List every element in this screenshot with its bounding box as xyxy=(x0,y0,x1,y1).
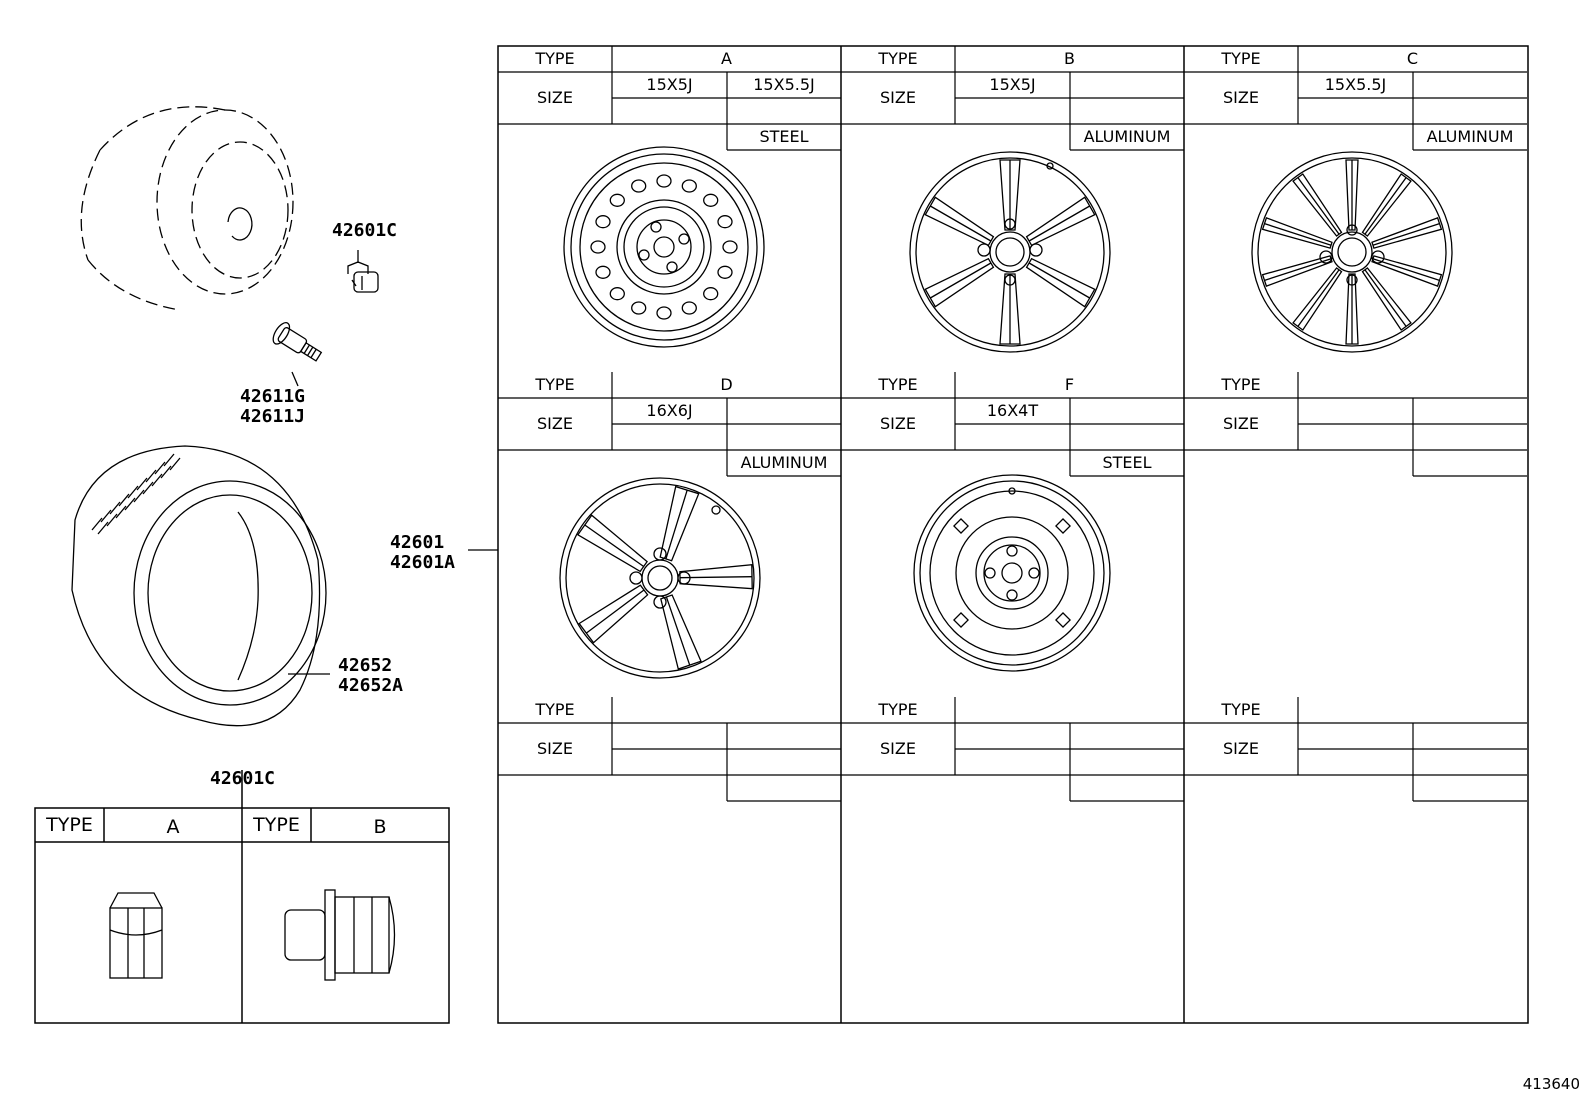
wheel-material: ALUMINUM xyxy=(1083,127,1171,146)
callout-valve-2: 42611J xyxy=(240,406,306,427)
type-header: TYPE xyxy=(1221,700,1261,719)
type-header: TYPE xyxy=(1221,375,1261,394)
wheel-size-value: 15X5.5J xyxy=(1324,75,1387,94)
callout-cap-nut: 42601C xyxy=(332,220,398,241)
nut-table-grid xyxy=(34,770,450,1024)
wheel-material: ALUMINUM xyxy=(1426,127,1514,146)
callout-valve-1: 42611G xyxy=(240,386,306,407)
callout-wheel-1: 42601 xyxy=(390,532,445,553)
size-header: SIZE xyxy=(880,414,916,433)
size-header: SIZE xyxy=(537,739,573,758)
type-header: TYPE xyxy=(535,49,575,68)
wheel-size-value: 15X5J xyxy=(646,75,693,94)
valve-stem-icon xyxy=(272,322,323,362)
leader-lines xyxy=(288,250,498,675)
size-header: SIZE xyxy=(1223,414,1259,433)
size-header: SIZE xyxy=(1223,88,1259,107)
callout-tire-1: 42652 xyxy=(338,655,393,676)
type-header: TYPE xyxy=(1221,49,1261,68)
size-header: SIZE xyxy=(880,88,916,107)
size-header: SIZE xyxy=(537,88,573,107)
hub-mark-icon xyxy=(227,207,253,241)
wheel-material: ALUMINUM xyxy=(740,453,828,472)
tire-icon xyxy=(71,445,327,727)
figure-id: 413640 xyxy=(1522,1075,1580,1093)
spare-wheel-icon xyxy=(913,474,1111,672)
size-header: SIZE xyxy=(537,414,573,433)
type-header: TYPE xyxy=(878,375,918,394)
type-header: TYPE xyxy=(535,700,575,719)
alloy-wheel-6-spoke-icon xyxy=(909,151,1111,353)
alloy-wheel-5-spoke-icon xyxy=(559,477,761,679)
wheel-material: STEEL xyxy=(759,127,809,146)
wheel-size-value: 16X4T xyxy=(986,401,1039,420)
alloy-wheel-split-spoke-icon xyxy=(1251,151,1453,353)
wheel-type-value: A xyxy=(721,49,732,68)
type-header: TYPE xyxy=(878,49,918,68)
nut-type-header-a: TYPE xyxy=(46,814,93,836)
wheel-type-value: D xyxy=(720,375,733,394)
callout-wheel-2: 42601A xyxy=(390,552,456,573)
small-nut-icon xyxy=(347,261,379,293)
nut-type-header-b: TYPE xyxy=(253,814,300,836)
nut-type-a: A xyxy=(166,816,180,838)
callout-tire-2: 42652A xyxy=(338,675,404,696)
wheel-size-value: 15X5.5J xyxy=(753,75,815,94)
wheel-size-value: 16X6J xyxy=(646,401,693,420)
callout-nut-table: 42601C xyxy=(210,768,276,789)
size-header: SIZE xyxy=(1223,739,1259,758)
cap-nut-icon xyxy=(109,892,163,979)
wheel-type-value: C xyxy=(1406,49,1419,68)
wheel-material: STEEL xyxy=(1102,453,1152,472)
wheel-type-value: F xyxy=(1064,375,1075,394)
steel-wheel-icon xyxy=(563,146,765,348)
wheel-type-value: B xyxy=(1064,49,1075,68)
flanged-nut-icon xyxy=(284,889,396,981)
wheel-size-value: 15X5J xyxy=(989,75,1036,94)
nut-type-b: B xyxy=(373,816,387,838)
type-header: TYPE xyxy=(535,375,575,394)
wheel-table-grid xyxy=(497,45,1529,1024)
type-header: TYPE xyxy=(878,700,918,719)
size-header: SIZE xyxy=(880,739,916,758)
rim-phantom-icon xyxy=(80,106,294,311)
